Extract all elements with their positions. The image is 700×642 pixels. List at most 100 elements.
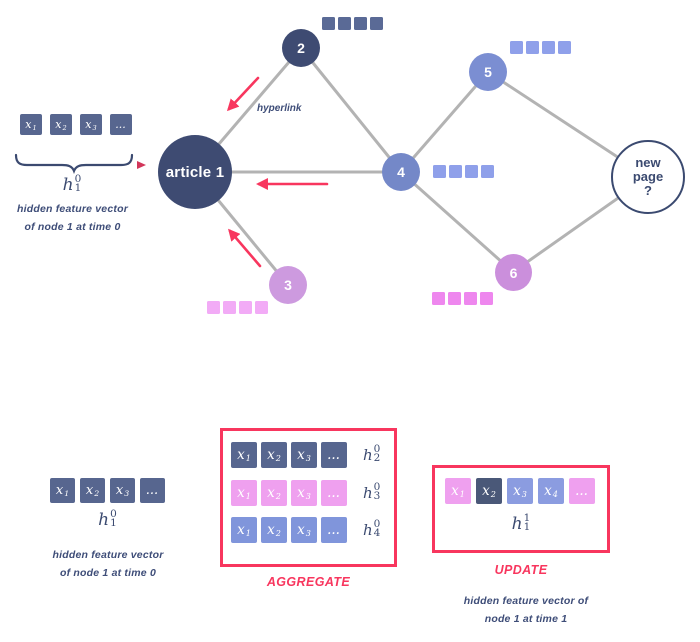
h-subscript: 4: [373, 527, 381, 539]
h-superscript: 0: [74, 172, 82, 185]
feature-square: [207, 301, 220, 314]
feature-square: [322, 17, 335, 30]
cell-symbol: x: [482, 483, 490, 499]
h-subscript: 1: [74, 182, 82, 194]
cell-subscript: 1: [32, 123, 37, 132]
cell-subscript: 1: [245, 453, 251, 463]
vector-cell: ...: [140, 478, 165, 503]
feature-strip-node-4: [433, 165, 494, 178]
caption-line: of node 1 at time 0: [60, 567, 156, 579]
h-subscript: 3: [373, 490, 381, 502]
caption-line: hidden feature vector of: [463, 595, 589, 607]
cell-subscript: 4: [552, 489, 558, 499]
cell-symbol: x: [267, 485, 275, 501]
feature-square: [239, 301, 252, 314]
h-subscript: 1: [523, 521, 531, 533]
node-label: article 1: [165, 163, 225, 181]
message-arrows: [226, 76, 329, 268]
feature-square: [542, 41, 555, 54]
caption-node1-t0: hidden feature vector of node 1 at time …: [0, 200, 145, 236]
h-superscript: 0: [373, 480, 381, 493]
h-superscript: 0: [373, 442, 381, 455]
cell-subscript: 2: [275, 491, 281, 501]
cell-symbol: ...: [115, 118, 126, 131]
cell-subscript: 2: [62, 123, 67, 132]
graph-edges: [193, 47, 649, 286]
caption-node1-t0-bottom: hidden feature vector of node 1 at time …: [28, 546, 188, 582]
cell-symbol: x: [237, 447, 245, 463]
cell-symbol: x: [85, 483, 94, 498]
cell-symbol: ...: [575, 483, 588, 499]
feature-square: [510, 41, 523, 54]
feature-strip-node-2: [322, 17, 383, 30]
node-label: 3: [284, 277, 292, 293]
feature-square: [558, 41, 571, 54]
feature-square: [370, 17, 383, 30]
cell-subscript: 3: [305, 528, 311, 538]
graph-node-article-1: article 1: [158, 135, 232, 209]
cell-symbol: x: [85, 118, 92, 131]
h-symbol: h: [363, 484, 373, 502]
cell-symbol: x: [267, 522, 275, 538]
graph-node-4: 4: [382, 153, 420, 191]
graph-node-5: 5: [469, 53, 507, 91]
h-superscript: 0: [110, 507, 117, 520]
cell-symbol: x: [115, 483, 124, 498]
brace-icon: [14, 153, 134, 174]
feature-square: [480, 292, 493, 305]
h-subscript: 2: [373, 452, 381, 464]
node-label-line: page: [632, 169, 664, 184]
h-symbol: h: [363, 446, 373, 464]
message-arrow-from-2: [226, 76, 260, 112]
message-arrow-from-3: [228, 228, 262, 268]
node-label: 6: [509, 264, 518, 281]
graph-node-6: 6: [495, 254, 532, 291]
cell-symbol: ...: [327, 485, 340, 501]
vector-cell: ...: [321, 480, 347, 506]
cell-subscript: 2: [275, 453, 281, 463]
cell-symbol: x: [55, 118, 62, 131]
feature-square: [338, 17, 351, 30]
cell-subscript: 3: [305, 491, 311, 501]
cell-subscript: 2: [490, 489, 496, 499]
graph-node-2: 2: [282, 29, 320, 67]
caption-node1-t1: hidden feature vector of node 1 at time …: [432, 592, 620, 628]
h-symbol: h: [363, 521, 373, 539]
h-superscript: 0: [373, 517, 381, 530]
edge-4-5: [399, 71, 490, 173]
edge-4-6: [400, 170, 514, 274]
cell-symbol: ...: [327, 447, 340, 463]
cell-subscript: 1: [245, 528, 251, 538]
cell-subscript: 3: [305, 453, 311, 463]
feature-square: [481, 165, 494, 178]
node-label-line: ?: [644, 183, 652, 198]
cell-symbol: x: [297, 485, 305, 501]
feature-strip-node-6: [432, 292, 493, 305]
cell-subscript: 3: [92, 123, 97, 132]
feature-square: [465, 165, 478, 178]
cell-symbol: ...: [327, 522, 340, 538]
red-tick: [137, 161, 146, 169]
hyperlink-edge-label: hyperlink: [257, 103, 302, 114]
